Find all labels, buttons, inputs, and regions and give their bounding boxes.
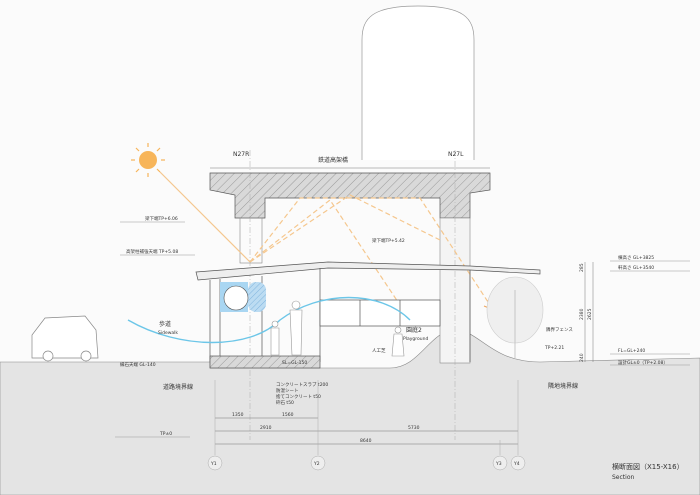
sunlight-rays [159,171,491,306]
grid-marker-y3: Y3 [492,455,508,471]
slab-spec-line: 防湿シート [276,387,299,394]
round-window [223,285,249,311]
grid-label: Y1 [210,461,217,467]
tree [486,276,544,358]
sidewalk-label-jp: 歩道 [159,320,171,328]
dim-2910: 2910 [260,425,272,431]
grid-marker-y1: Y1 [207,455,223,471]
grid-label: Y3 [495,461,502,467]
grid-label: Y4 [513,461,520,467]
sun-icon [131,143,165,177]
neighbor-fence-label: 隣界フェンス [546,326,573,333]
dim-total: 8640 [360,438,372,444]
dim-1560: 1560 [282,412,294,418]
dim-1350: 1350 [232,412,244,418]
slab-spec-line: コンクリートスラブ t200 [276,381,328,388]
level-ridge-height: 棟高さ GL+3825 [618,254,654,261]
drawing-subtitle: Section [612,474,634,481]
playground-label-jp: 園庭2 [406,326,422,334]
level-floor: FL=GL+240 [618,348,645,354]
slab-spec: コンクリートスラブ t200 防湿シート 捨てコンクリート t50 砕石 t50 [276,381,328,406]
artificial-turf-label: 人工芝 [372,347,386,354]
wind-flow [127,296,411,344]
pier-left-label: N27R [233,151,249,158]
building-section [195,261,541,369]
train-silhouette [361,5,475,160]
level-beam-bottom-left: 梁下端TP+6.06 [145,215,178,222]
viaduct-label: 鉄道高架橋 [318,156,348,164]
neighbor-boundary-label: 隣地境界線 [548,382,578,390]
level-pier-reinforce-top: 高架柱補強天端 TP+5.08 [126,248,178,255]
ground [0,329,700,495]
level-tp-zero: TP±0 [159,431,172,437]
dim-5730: 5730 [408,425,420,431]
level-eave-height: 軒高さ GL+3540 [618,264,654,271]
dim-240: 240 [579,353,585,362]
level-design-gl: 設計GL±0（TP+2.08） [618,359,668,366]
slab-spec-line: 捨てコンクリート t50 [276,393,321,400]
road-boundary-label: 道路境界線 [163,383,193,391]
playground-label-en: Playground [403,336,428,342]
sidewalk-label-en: Sidewalk [158,330,178,336]
level-tp-small: TP+2.21 [544,345,564,351]
dim-2380: 2380 [579,308,585,320]
level-beam-bottom-right: 梁下端TP+5.42 [372,237,405,244]
level-curb-top: 縁石天端 GL-140 [120,361,156,368]
dim-285: 285 [579,263,585,272]
glass-panel-hatched [248,282,266,312]
drawing-title: 横断面図（X15-X16） [612,462,684,471]
grid-label: Y2 [313,461,320,467]
pier-right-label: N27L [448,151,464,158]
level-slab: SL=GL-150 [282,360,307,366]
dim-2625: 2625 [587,308,593,320]
grid-marker-y2: Y2 [310,455,326,471]
slab-spec-line: 砕石 t50 [276,399,294,406]
car-silhouette [31,315,99,362]
grid-marker-y4: Y4 [510,455,526,471]
people-figures [270,300,405,357]
